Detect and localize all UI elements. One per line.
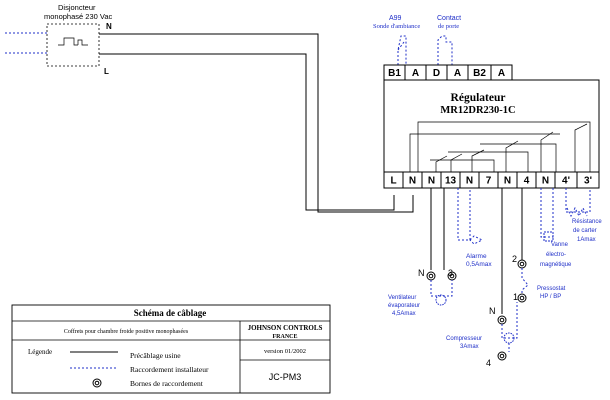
top-terminals: B1 A D A B2 A (388, 65, 505, 80)
bottom-terminal-3: 13 (445, 176, 457, 187)
heater-wire (565, 188, 591, 213)
valve-wire (540, 188, 554, 238)
a99-sensor-symbol (397, 41, 405, 51)
bottom-terminal-7: 4 (524, 176, 530, 187)
breaker-title: Disjoncteur (58, 3, 96, 12)
pressostat-label-2: HP / BP (540, 294, 561, 300)
alarm-wire (457, 188, 471, 241)
legend-title: Schéma de câblage (134, 308, 207, 318)
comp-n-label: N (489, 306, 496, 316)
bottom-terminal-5: 7 (486, 176, 492, 187)
door-label-1: Contact (437, 15, 461, 22)
legend-factory: Précâblage usine (130, 351, 181, 360)
fan-terminal-n (426, 271, 436, 281)
alarm-label-2: 0,5Amax (466, 261, 492, 268)
legend-terminals: Bornes de raccordement (130, 379, 204, 388)
relay-contacts (409, 121, 591, 172)
a99-name: Sonde d'ambiance (373, 23, 420, 30)
company-line-2: FRANCE (273, 334, 298, 340)
pressostat-terminal-1 (517, 293, 527, 303)
a99-sensor-wire (397, 35, 407, 65)
heater-label-3: 1Amax (577, 237, 596, 243)
bottom-terminal-6: N (504, 176, 511, 187)
press-1-label: 1 (513, 292, 518, 302)
top-terminal-5: A (498, 68, 505, 79)
reference: JC-PM3 (269, 372, 302, 382)
door-contact-wire (437, 35, 453, 65)
bottom-terminal-2: N (428, 176, 435, 187)
fan-label-3: 4,5Amax (392, 311, 416, 317)
top-terminal-4: B2 (473, 68, 486, 79)
valve-symbol (543, 231, 554, 242)
bottom-terminal-1: N (409, 176, 416, 187)
bottom-terminal-0: L (390, 176, 396, 187)
pressostat-symbol (521, 268, 529, 294)
bottom-terminal-9: 4' (562, 176, 570, 187)
compressor-terminal-4 (497, 351, 507, 361)
legend-label: Légende (28, 348, 52, 356)
wire-n (99, 33, 414, 213)
compressor-label-1: Compresseur (446, 336, 482, 342)
legend-terminal-icon (92, 378, 102, 388)
top-terminal-3: A (454, 68, 461, 79)
heater-symbol (566, 206, 588, 218)
press-2-label: 2 (512, 254, 517, 264)
fan-n-label: N (418, 268, 425, 278)
alarm-symbol (469, 235, 484, 245)
pressostat-terminal-2 (517, 259, 527, 269)
company-line-1: JOHNSON CONTROLS (248, 324, 323, 332)
bottom-terminal-10: 3' (584, 176, 592, 187)
breaker-subtitle: monophasé 230 Vac (44, 12, 112, 21)
fan-3-label: 3 (448, 268, 453, 278)
alarm-label-1: Alarme (466, 253, 487, 260)
heater-label-2: de carter (573, 228, 597, 234)
valve-label-1: Vanne (551, 242, 569, 248)
bottom-terminal-4: N (466, 176, 473, 187)
valve-label-2: électro- (546, 252, 566, 258)
bottom-terminal-strip (383, 171, 600, 189)
top-terminal-0: B1 (388, 68, 401, 79)
legend-desc: Coffrets pour chambre froide positive mo… (64, 328, 189, 335)
breaker-symbol (58, 37, 88, 46)
top-terminal-1: A (412, 68, 419, 79)
pressostat-label-1: Pressostat (537, 286, 566, 292)
version: version 01/2002 (264, 348, 306, 355)
compressor-label-2: 3Amax (460, 344, 479, 350)
a99-code: A99 (389, 15, 402, 22)
door-label-2: de porte (438, 23, 459, 30)
fan-label-1: Ventilateur (388, 295, 416, 301)
compressor-terminal-n (497, 315, 507, 325)
compressor-connection (501, 302, 518, 339)
wire-l (99, 53, 395, 211)
bottom-terminals: L N N 13 N 7 N 4 N 4' 3' (390, 172, 592, 188)
comp-4-label: 4 (486, 358, 491, 368)
breaker-label-l: L (104, 67, 109, 76)
legend-block: Schéma de câblage Coffrets pour chambre … (11, 304, 331, 394)
valve-label-3: magnétique (540, 262, 572, 268)
fan-label-2: évaporateur (388, 303, 420, 309)
fan-icon (435, 294, 447, 306)
breaker-box (46, 23, 100, 67)
regulator-title: Régulateur (451, 92, 506, 104)
heater-label-1: Résistance (572, 219, 602, 225)
breaker-label-n: N (106, 22, 112, 31)
bottom-terminal-8: N (542, 176, 549, 187)
top-terminal-2: D (433, 68, 440, 79)
legend-installer: Raccordement installateur (130, 365, 209, 374)
top-terminal-strip (383, 64, 513, 81)
fan-connection (430, 280, 453, 297)
regulator-model: MR12DR230-1C (440, 105, 515, 116)
